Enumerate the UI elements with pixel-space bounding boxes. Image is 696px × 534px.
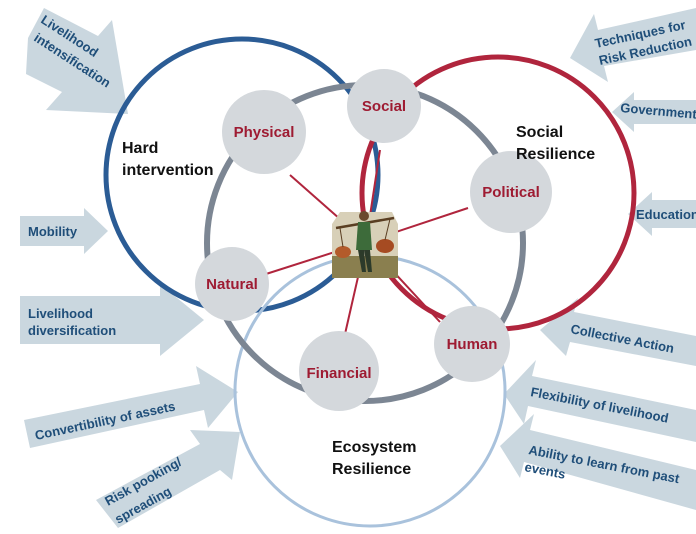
- rope-right: [384, 218, 391, 241]
- node-human: Human: [434, 306, 510, 382]
- arrow-collective-action: Collective Action: [540, 298, 696, 366]
- farmer-figure-icon: [332, 211, 398, 278]
- arrow-shape: [612, 92, 696, 132]
- body: [356, 222, 372, 250]
- node-label: Natural: [206, 276, 258, 293]
- arrow-label: diversification: [28, 323, 116, 338]
- arrow-livelihood-diversification: Livelihood diversification: [20, 284, 204, 356]
- node-circle: [434, 306, 510, 382]
- arrow-techniques-risk-reduction: Techniques for Risk Reduction: [570, 8, 696, 82]
- basket-right: [376, 239, 394, 253]
- basket-left: [335, 246, 351, 258]
- social-resilience-label: Social: [516, 124, 563, 141]
- arrow-education: Education: [628, 192, 696, 236]
- node-natural: Natural: [195, 247, 269, 321]
- node-circle: [222, 90, 306, 174]
- arrow-shape: [20, 284, 204, 356]
- node-circle: [347, 69, 421, 143]
- node-label: Social: [362, 98, 406, 115]
- node-circle: [299, 331, 379, 411]
- legs: [358, 250, 372, 272]
- node-label: Political: [482, 184, 540, 201]
- arrow-mobility: Mobility: [20, 208, 108, 254]
- arrow-shape: [504, 360, 696, 442]
- arrow-label: Education: [636, 207, 696, 222]
- arrow-shape: [24, 366, 238, 448]
- ecosystem-resilience-label: Ecosystem: [332, 439, 417, 456]
- arrow-risk-pooling: Risk pooking/ spreading: [96, 430, 240, 528]
- arrow-shape: [570, 8, 696, 82]
- node-label: Human: [447, 336, 498, 353]
- arrow-shape: [628, 192, 696, 236]
- arrow-flexibility-livelihood: Flexibility of livelihood: [504, 360, 696, 442]
- arrow-livelihood-intensification: Livelihood intensification: [26, 8, 128, 114]
- head: [359, 211, 369, 221]
- arrow-shape: [20, 208, 108, 254]
- ecosystem-resilience-label: Resilience: [332, 461, 411, 478]
- social-resilience-label: Resilience: [516, 146, 595, 163]
- hard-intervention-label: Hard: [122, 140, 158, 157]
- arrow-shape: [540, 298, 696, 366]
- arrow-label: Government: [620, 100, 696, 122]
- node-label: Financial: [306, 365, 371, 382]
- node-social: Social: [347, 69, 421, 143]
- node-physical: Physical: [222, 90, 306, 174]
- arrow-label: Mobility: [28, 224, 78, 239]
- node-circle: [195, 247, 269, 321]
- arrow-shape: [26, 8, 128, 114]
- arrow-shape: [96, 430, 240, 528]
- node-label: Physical: [234, 124, 295, 141]
- rope-left: [339, 227, 344, 248]
- node-circle: [470, 151, 552, 233]
- arrow-label: Livelihood: [28, 306, 93, 321]
- arrow-government: Government: [612, 92, 696, 132]
- node-political: Political: [470, 151, 552, 233]
- hard-intervention-label: intervention: [122, 162, 214, 179]
- arrow-shape: [500, 414, 696, 510]
- node-financial: Financial: [299, 331, 379, 411]
